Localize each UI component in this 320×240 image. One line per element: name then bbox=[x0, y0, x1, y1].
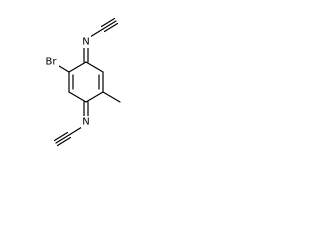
bond-n-bottom-cyano-c bbox=[68, 126, 83, 136]
bond-c4-c5 bbox=[68, 91, 87, 103]
bond-c6-c1 bbox=[68, 61, 87, 73]
label-bg-n-top bbox=[81, 36, 91, 48]
bond-c6-br bbox=[58, 65, 70, 73]
bond-cyano-bottom-triple-2 bbox=[53, 131, 69, 142]
bond-cyano-top-triple-3 bbox=[103, 22, 119, 33]
label-bg-n-bottom bbox=[81, 116, 91, 128]
bond-cyano-top-triple-2 bbox=[100, 17, 116, 28]
bond-c1-c2 bbox=[85, 61, 104, 73]
bond-cyano-bottom-triple-1 bbox=[55, 134, 70, 144]
bond-n-top-cyano-c bbox=[89, 28, 104, 38]
bond-cyano-bottom-triple-3 bbox=[56, 136, 72, 147]
chemical-structure-diagram: Br N N bbox=[43, 17, 121, 147]
bromine-label: Br bbox=[46, 57, 58, 68]
nitrogen-bottom-label: N bbox=[82, 117, 89, 128]
bond-cyano-top-triple-1 bbox=[102, 20, 117, 30]
bond-c3-methyl bbox=[102, 91, 121, 103]
nitrogen-top-label: N bbox=[82, 37, 89, 48]
bond-c3-c4 bbox=[85, 91, 104, 103]
label-bg-br bbox=[43, 56, 59, 68]
